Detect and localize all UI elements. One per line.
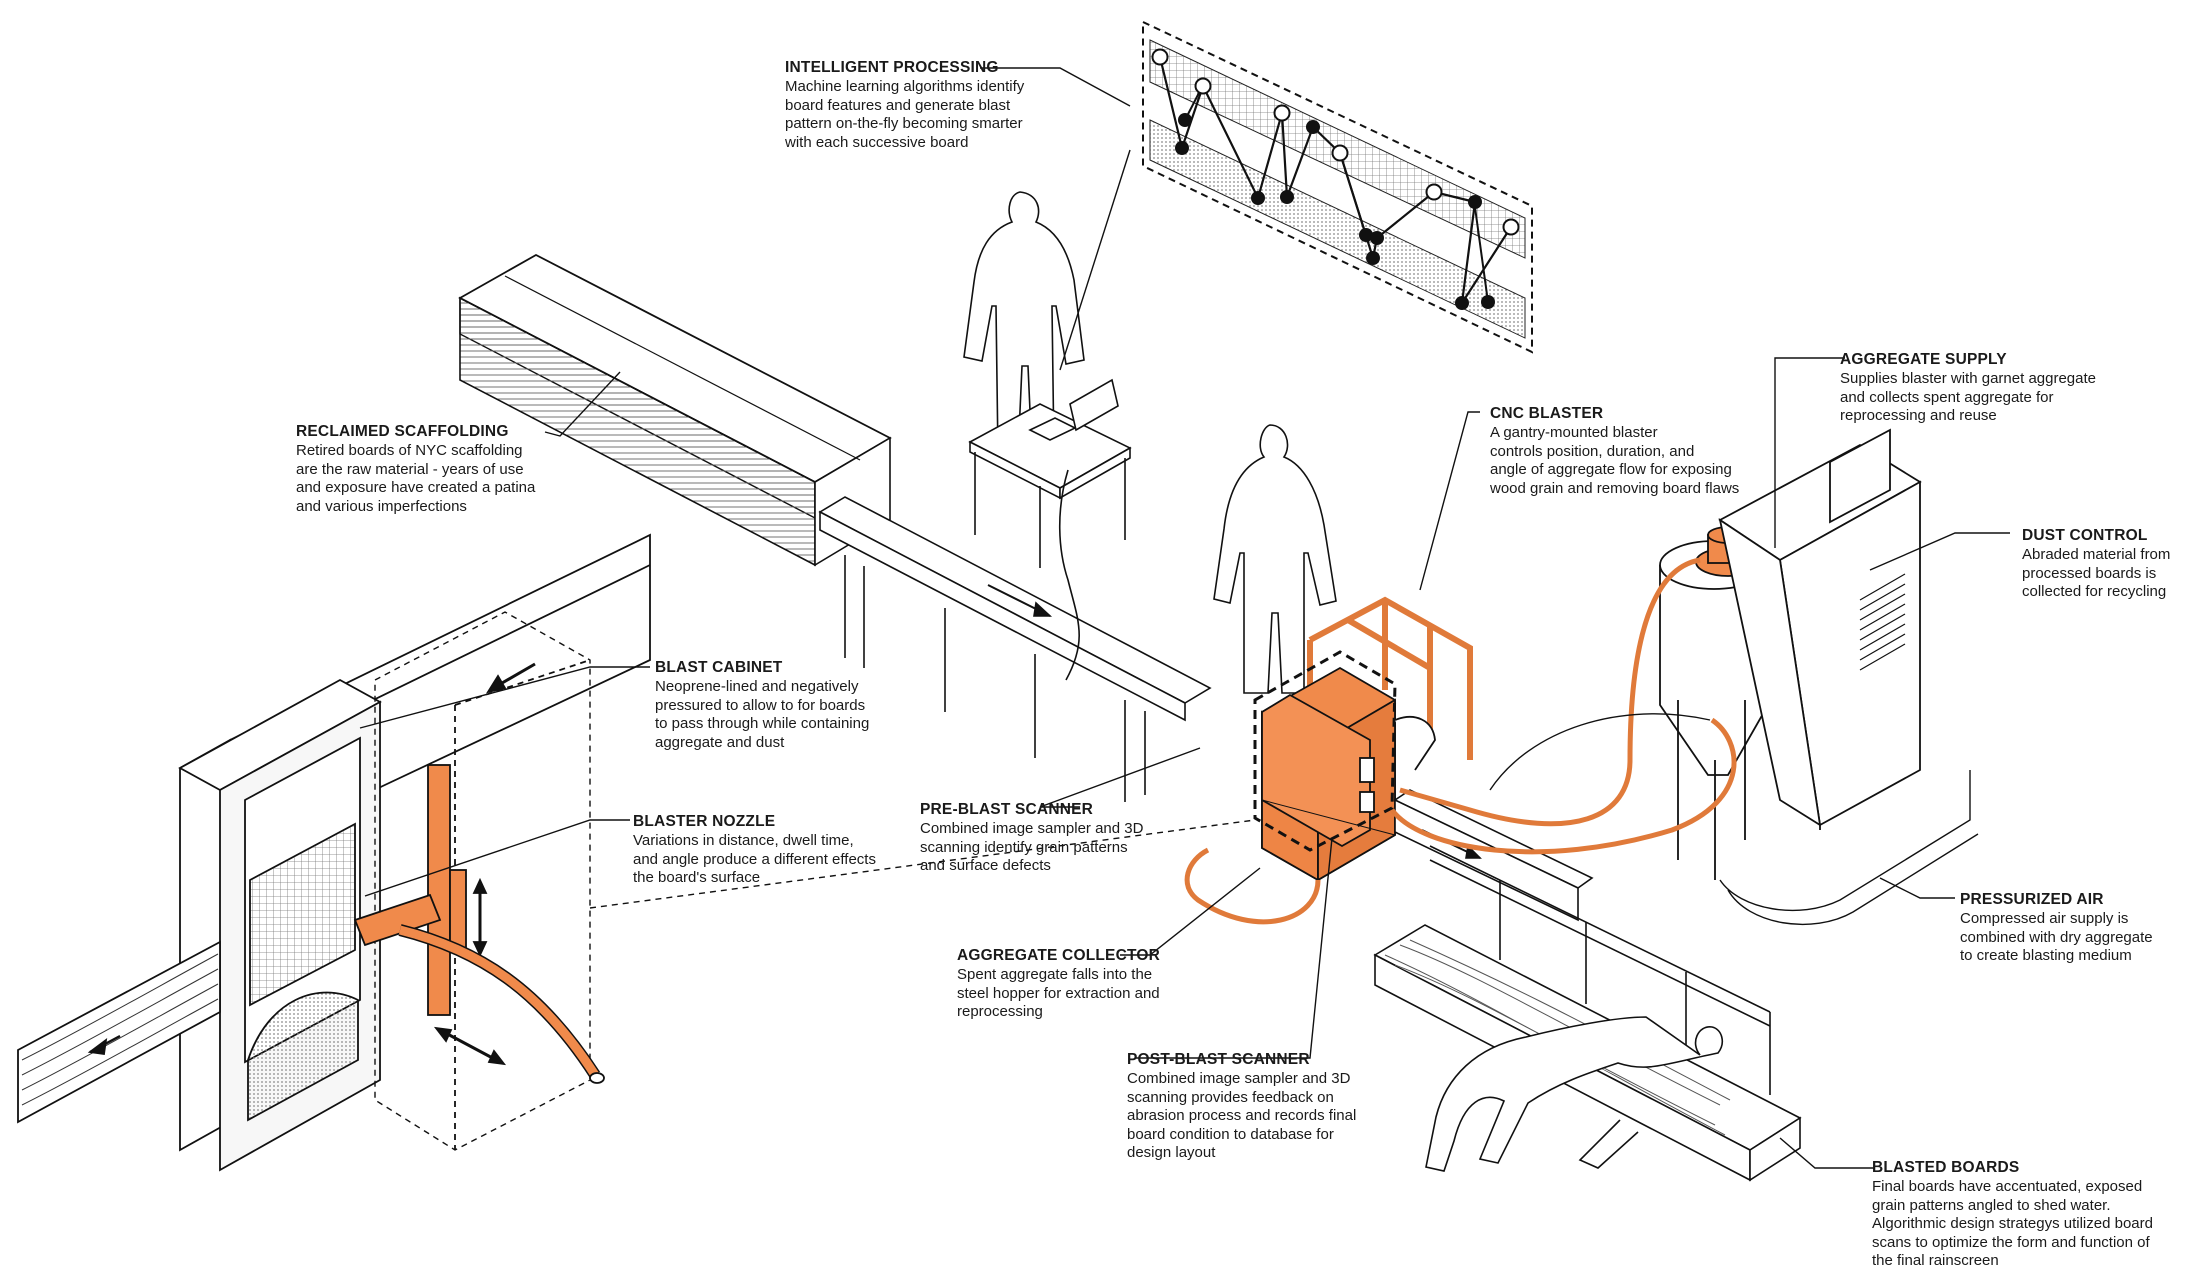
callout-description: Spent aggregate falls into the steel hop… <box>957 966 1160 1020</box>
leader-lines <box>359 67 2010 1169</box>
callout-aggregate-supply: AGGREGATE SUPPLY Supplies blaster with g… <box>1840 350 2096 426</box>
callout-blasted-boards: BLASTED BOARDS Final boards have accentu… <box>1872 1158 2153 1271</box>
callout-description: Retired boards of NYC scaffolding are th… <box>296 442 536 515</box>
callout-title: AGGREGATE SUPPLY <box>1840 351 2007 368</box>
callout-description: Machine learning algorithms identify boa… <box>785 78 1025 151</box>
callout-cnc-blaster: CNC BLASTER A gantry-mounted blaster con… <box>1490 404 1739 498</box>
callout-title: INTELLIGENT PROCESSING <box>785 59 999 76</box>
callout-description: A gantry-mounted blaster controls positi… <box>1490 424 1740 497</box>
callout-dust-control: DUST CONTROL Abraded material from proce… <box>2022 526 2170 602</box>
callout-title: PRESSURIZED AIR <box>1960 891 2104 908</box>
callout-title: AGGREGATE COLLECTOR <box>957 947 1161 964</box>
operator-figure-standing <box>1213 424 1337 694</box>
callout-title: BLAST CABINET <box>655 659 783 676</box>
callout-title: CNC BLASTER <box>1490 405 1604 422</box>
callout-post-blast-scanner: POST-BLAST SCANNER Combined image sample… <box>1127 1050 1356 1163</box>
callout-pressurized-air: PRESSURIZED AIR Compressed air supply is… <box>1960 890 2153 966</box>
callout-description: Abraded material from processed boards i… <box>2022 546 2171 600</box>
callout-aggregate-collector: AGGREGATE COLLECTOR Spent aggregate fall… <box>957 946 1160 1022</box>
callout-blaster-nozzle: BLASTER NOZZLE Variations in distance, d… <box>633 812 876 888</box>
worker-figure-crouching <box>1425 1016 1724 1172</box>
callout-description: Supplies blaster with garnet aggregate a… <box>1840 370 2096 424</box>
blast-cabinet-detail <box>17 533 651 1172</box>
callout-description: Combined image sampler and 3D scanning i… <box>920 820 1144 874</box>
callout-title: POST-BLAST SCANNER <box>1127 1051 1310 1068</box>
callout-title: BLASTER NOZZLE <box>633 813 776 830</box>
callout-description: Final boards have accentuated, exposed g… <box>1872 1178 2153 1269</box>
cnc-blaster-gantry <box>1253 596 1473 882</box>
data-display-panel <box>1142 20 1533 354</box>
callout-description: Neoprene-lined and negatively pressured … <box>655 678 870 751</box>
callout-title: PRE-BLAST SCANNER <box>920 801 1094 818</box>
dust-collector-unit <box>1718 428 1922 830</box>
callout-description: Combined image sampler and 3D scanning p… <box>1127 1070 1357 1161</box>
callout-description: Compressed air supply is combined with d… <box>1960 910 2153 964</box>
outfeed-conveyor <box>1393 789 1771 1095</box>
aggregate-hoses <box>1184 557 1737 925</box>
infeed-conveyor <box>818 496 1212 802</box>
callout-blast-cabinet: BLAST CABINET Neoprene-lined and negativ… <box>655 658 869 752</box>
air-supply-line <box>1489 713 1979 926</box>
operator-figure-desk <box>963 191 1132 681</box>
callout-title: RECLAIMED SCAFFOLDING <box>296 423 509 440</box>
callout-title: BLASTED BOARDS <box>1872 1159 2020 1176</box>
reclaimed-board-stack <box>458 253 892 567</box>
callout-title: DUST CONTROL <box>2022 527 2148 544</box>
callout-intelligent-processing: INTELLIGENT PROCESSING Machine learning … <box>785 58 1024 152</box>
callout-description: Variations in distance, dwell time, and … <box>633 832 876 886</box>
callout-pre-blast-scanner: PRE-BLAST SCANNER Combined image sampler… <box>920 800 1143 876</box>
callout-reclaimed-scaffolding: RECLAIMED SCAFFOLDING Retired boards of … <box>296 422 535 516</box>
